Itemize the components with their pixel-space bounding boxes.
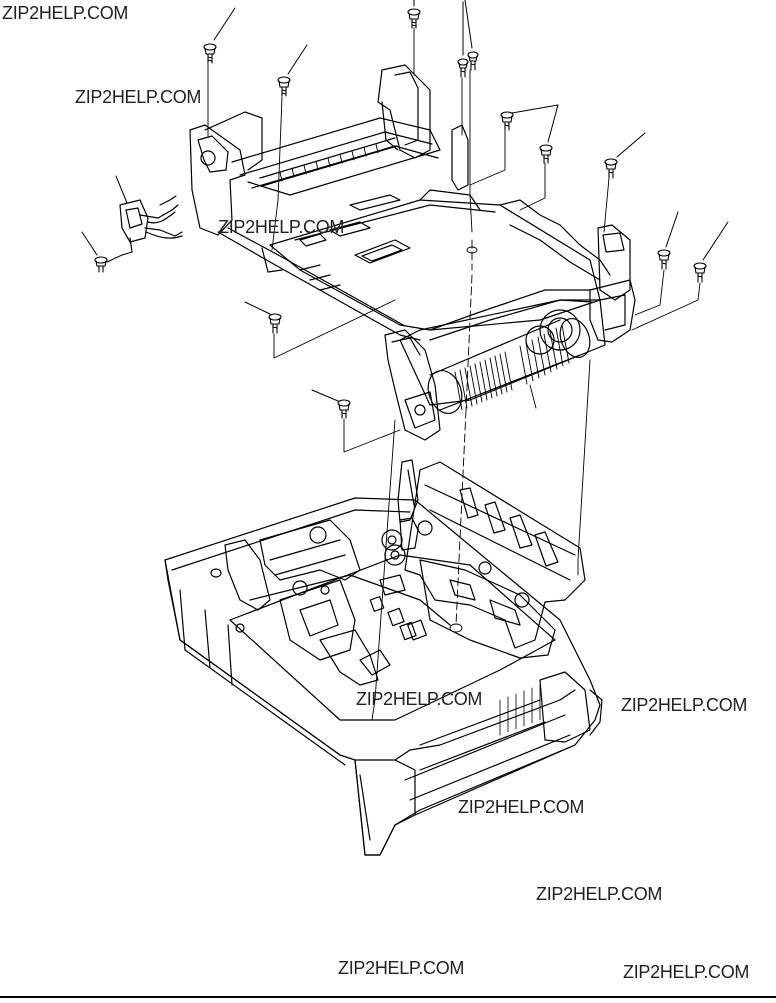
bottom-rule bbox=[0, 996, 776, 998]
watermark-text: ZIP2HELP.COM bbox=[2, 3, 129, 23]
screw bbox=[94, 256, 108, 273]
screw bbox=[467, 51, 479, 71]
screw bbox=[604, 158, 618, 179]
watermark-text: ZIP2HELP.COM bbox=[338, 958, 465, 978]
leader-lines bbox=[81, 0, 729, 402]
lower-base-assembly bbox=[164, 459, 603, 856]
screw bbox=[457, 58, 469, 78]
screw bbox=[500, 111, 514, 131]
screw bbox=[277, 76, 291, 97]
upper-frame-assembly bbox=[189, 64, 636, 441]
watermark-text: ZIP2HELP.COM bbox=[356, 689, 483, 709]
watermark-text: ZIP2HELP.COM bbox=[536, 884, 663, 904]
watermark-text: ZIP2HELP.COM bbox=[458, 797, 585, 817]
assembly-guide-lines bbox=[207, 27, 701, 721]
watermark-text: ZIP2HELP.COM bbox=[621, 695, 748, 715]
watermark-text: ZIP2HELP.COM bbox=[218, 217, 345, 237]
screw bbox=[539, 144, 553, 164]
screw bbox=[337, 399, 351, 419]
screw bbox=[268, 313, 282, 334]
switch-bracket bbox=[119, 195, 183, 253]
watermark-text: ZIP2HELP.COM bbox=[623, 962, 750, 982]
screw bbox=[657, 249, 671, 270]
screw bbox=[693, 262, 707, 283]
watermark-text: ZIP2HELP.COM bbox=[75, 87, 202, 107]
screw-set bbox=[94, 8, 707, 419]
screw bbox=[407, 8, 421, 29]
screw bbox=[203, 43, 217, 64]
